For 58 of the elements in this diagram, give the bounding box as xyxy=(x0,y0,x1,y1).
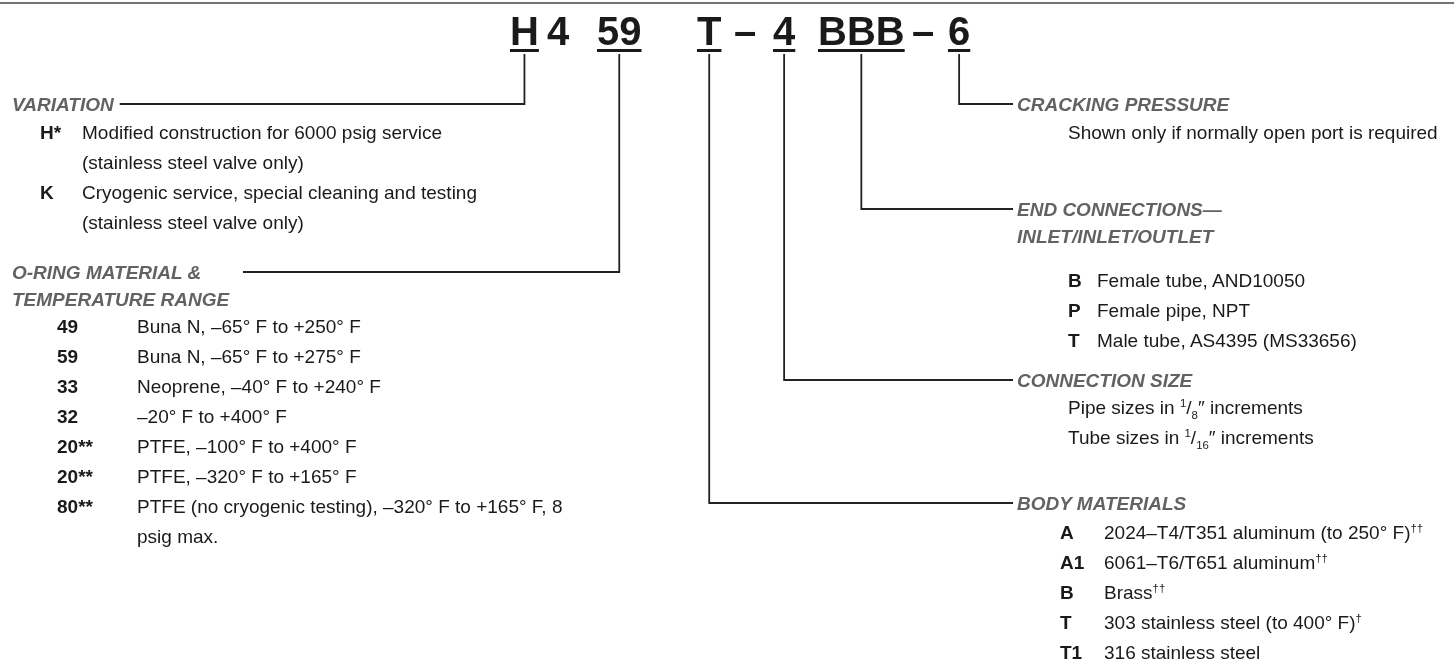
leader-line xyxy=(242,53,621,273)
option-description: Brass$^{††}$ xyxy=(1104,580,1167,605)
option-code: T xyxy=(1060,611,1073,635)
option-code: A xyxy=(1060,521,1075,545)
option-code: 49 xyxy=(57,315,80,339)
leader-line xyxy=(958,53,1014,105)
separator-dash: – xyxy=(912,8,935,54)
option-code: B xyxy=(1060,581,1075,605)
description-text: Shown only if normally open port is required xyxy=(1068,121,1439,145)
option-code: B xyxy=(1068,269,1083,293)
code-character: T xyxy=(697,8,722,54)
option-description: 316 stainless steel xyxy=(1104,641,1262,665)
code-character: H xyxy=(510,8,539,54)
code-character: 6 xyxy=(948,8,971,54)
separator-dash: – xyxy=(734,8,757,54)
leader-line xyxy=(783,53,1014,381)
description-text: Pipe sizes in $^{1}$/$_{8}$″ increments xyxy=(1068,395,1304,423)
code-character: 4 xyxy=(547,8,570,54)
option-description: Male tube, AS4395 (MS33656) xyxy=(1097,329,1358,353)
option-description: PTFE (no cryogenic testing), –320° F to +165° F, 8 psig max. xyxy=(137,495,564,549)
option-code: A1 xyxy=(1060,551,1086,575)
section-heading: CONNECTION SIZE xyxy=(1017,367,1199,394)
option-code: 20** xyxy=(57,435,94,459)
option-code: K xyxy=(40,181,55,205)
option-description: Neoprene, –40° F to +240° F xyxy=(137,375,382,399)
code-character: BBB xyxy=(818,8,905,54)
option-description: 6061–T6/T651 aluminum$^{††}$ xyxy=(1104,550,1329,575)
option-code: 20** xyxy=(57,465,94,489)
section-heading: CRACKING PRESSURE xyxy=(1017,91,1236,118)
leader-line xyxy=(118,53,526,105)
leader-line xyxy=(708,53,1014,504)
option-code: T xyxy=(1068,329,1081,353)
description-text: Tube sizes in $^{1}$/$_{16}$″ increments xyxy=(1068,425,1315,453)
code-character: 59 xyxy=(597,8,642,54)
option-description: Buna N, –65° F to +250° F xyxy=(137,315,362,339)
option-code: H* xyxy=(40,121,63,145)
option-code: 80** xyxy=(57,495,94,519)
option-description: PTFE, –100° F to +400° F xyxy=(137,435,358,459)
code-character: 4 xyxy=(773,8,796,54)
leader-line xyxy=(860,53,1014,210)
option-code: 59 xyxy=(57,345,80,369)
option-code: 32 xyxy=(57,405,80,429)
option-code: T1 xyxy=(1060,641,1084,665)
section-heading: BODY MATERIALS xyxy=(1017,490,1193,517)
option-description: Female tube, AND10050 xyxy=(1097,269,1307,293)
option-description: Female pipe, NPT xyxy=(1097,299,1252,323)
option-description: Cryogenic service, special cleaning and testing (stainless steel valve only) xyxy=(82,181,478,235)
section-heading: O-RING MATERIAL & TEMPERATURE RANGE xyxy=(12,259,243,313)
section-heading: VARIATION xyxy=(12,91,120,118)
option-code: P xyxy=(1068,299,1082,323)
option-description: –20° F to +400° F xyxy=(137,405,288,429)
option-code: 33 xyxy=(57,375,80,399)
option-description: PTFE, –320° F to +165° F xyxy=(137,465,358,489)
option-description: Buna N, –65° F to +275° F xyxy=(137,345,362,369)
option-description: Modified construction for 6000 psig service (stainless steel valve only) xyxy=(82,121,444,175)
option-description: 303 stainless steel (to 400° F)$^{†}$ xyxy=(1104,610,1363,635)
section-heading: END CONNECTIONS— INLET/INLET/OUTLET xyxy=(1017,196,1255,250)
option-description: 2024–T4/T351 aluminum (to 250° F)$^{††}$ xyxy=(1104,520,1425,545)
